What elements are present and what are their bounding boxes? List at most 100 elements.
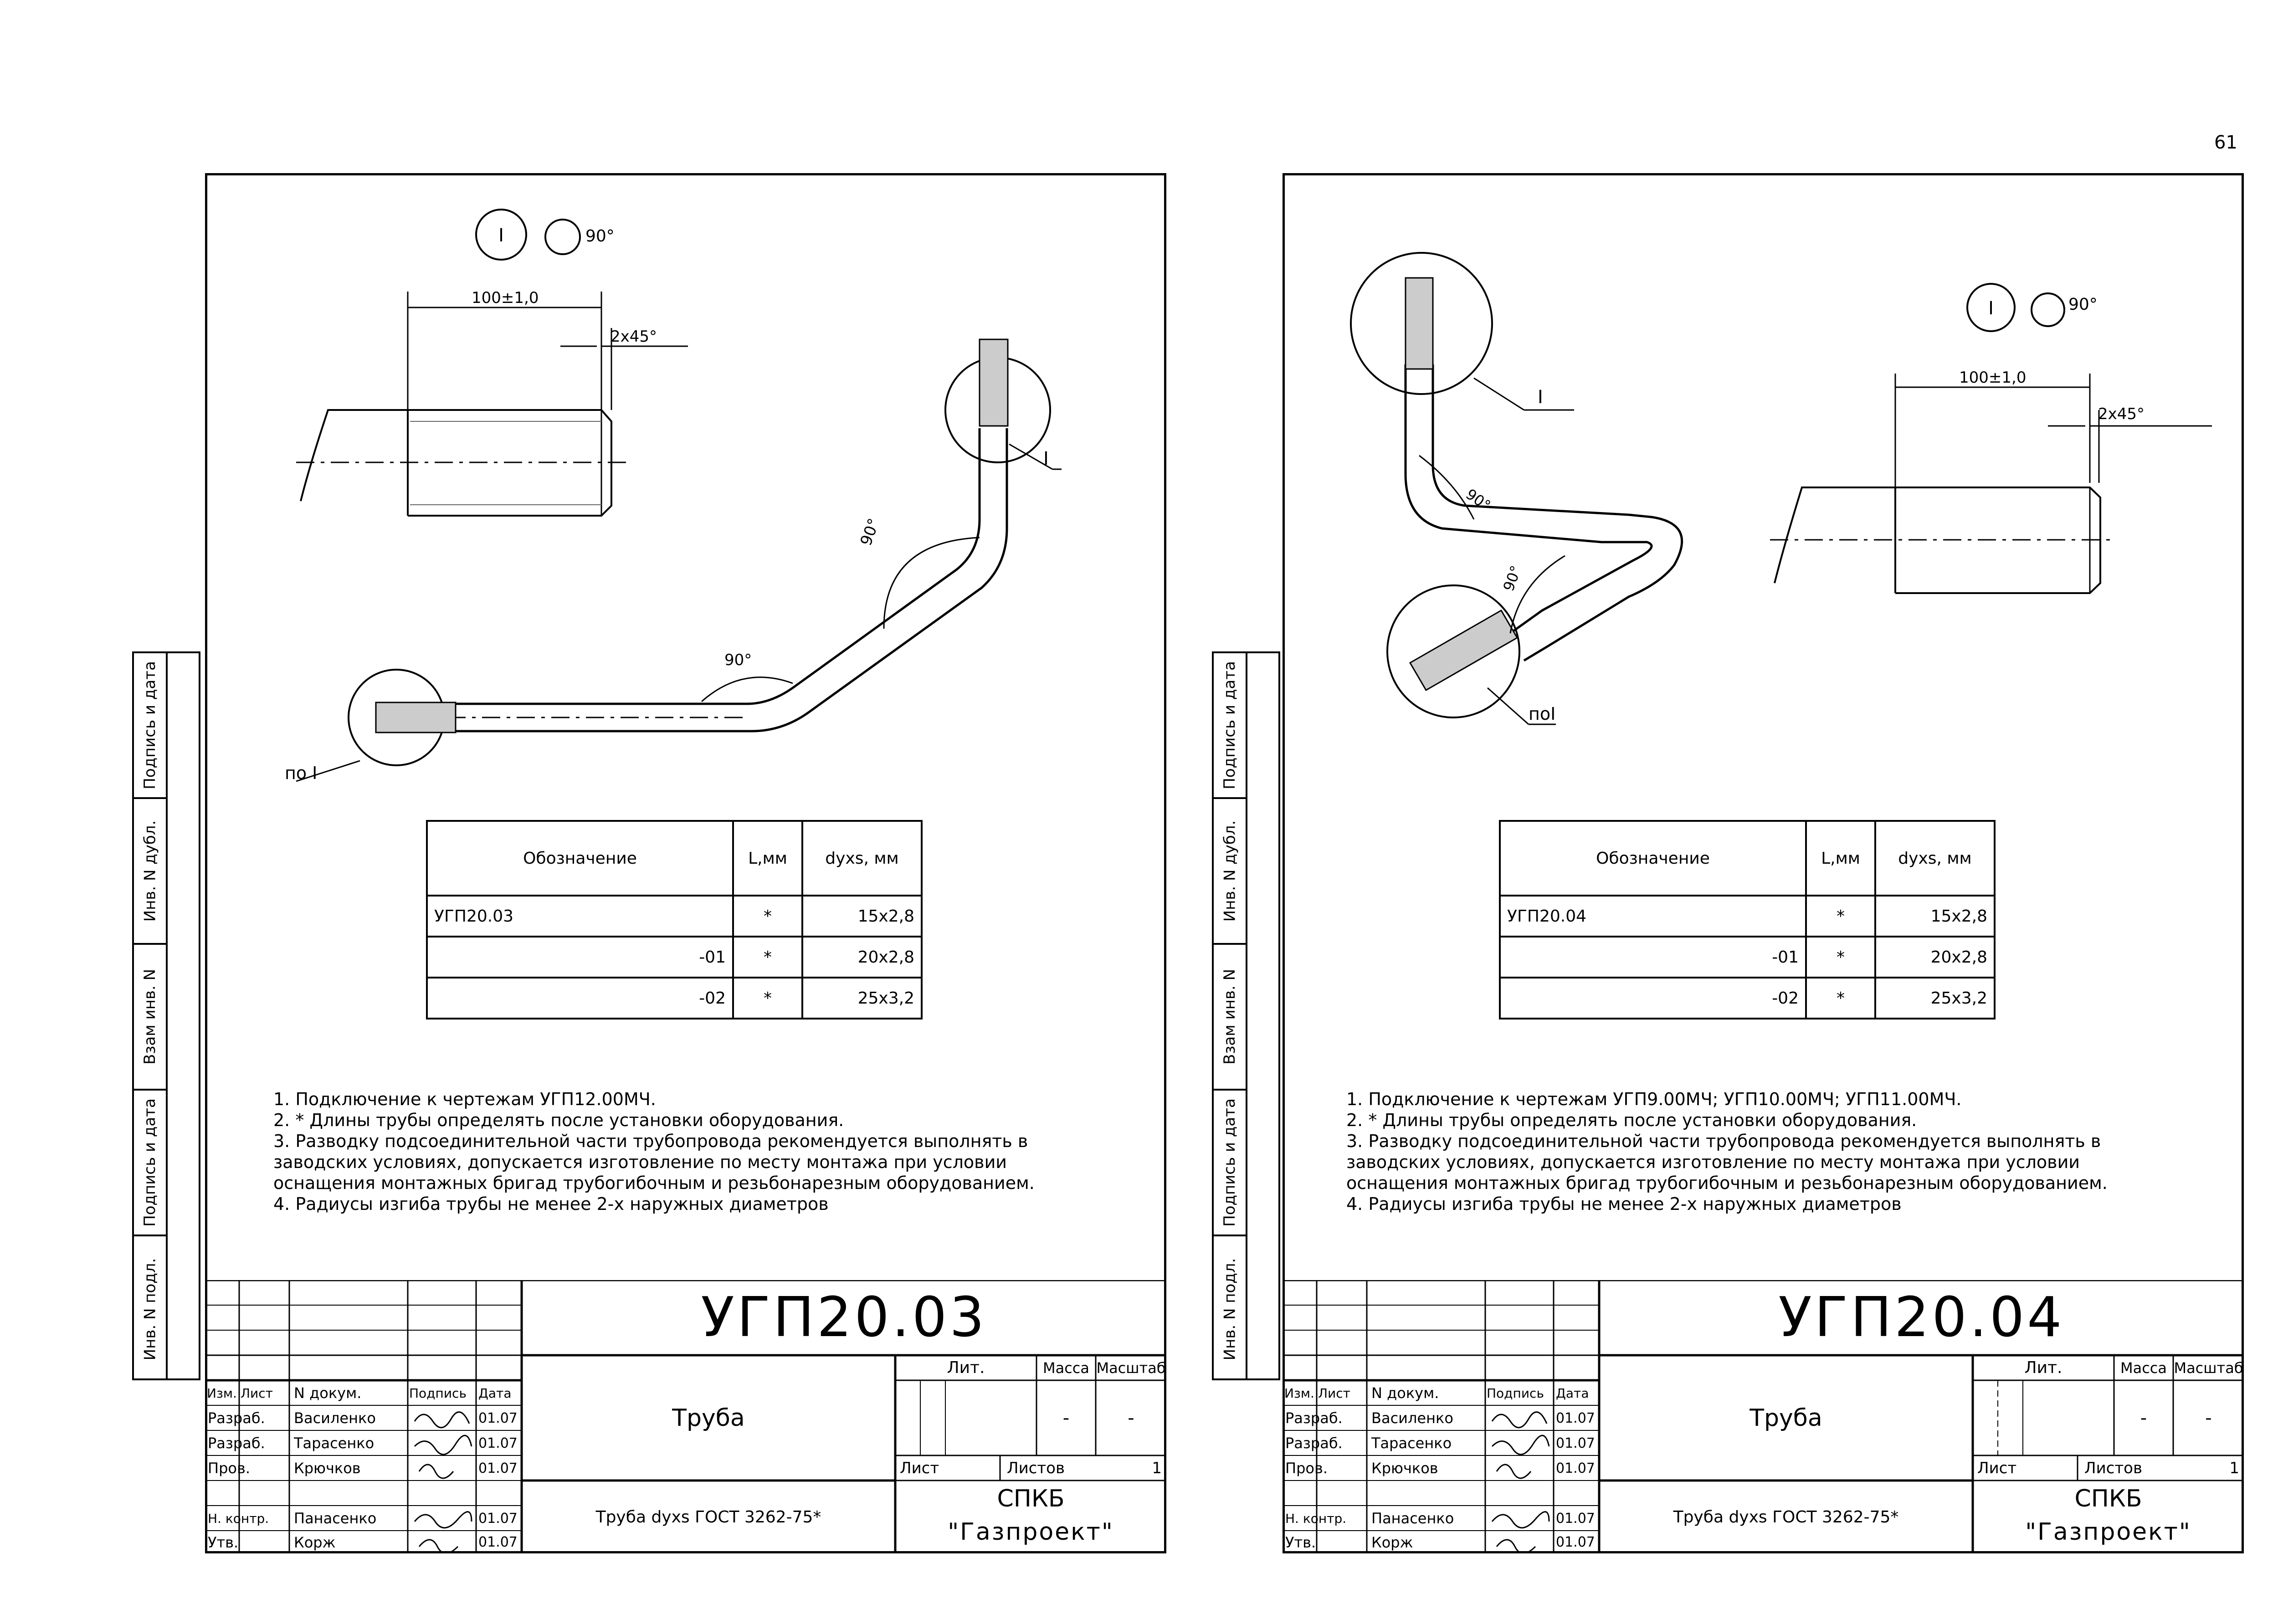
tb-name: Корж [294,1533,336,1551]
tb-header: Изм. [207,1385,237,1401]
scale-value: - [2205,1407,2212,1429]
sheets-value: 1 [2229,1459,2239,1477]
drawing-sheet-left: I 90° 100±1,0 2x45° I по I [205,173,1166,1553]
tb-name: Тарасенко [1371,1434,1452,1452]
table-row: УГП20.04 * 15x2,8 [1499,895,1996,938]
detail-label: I [1538,387,1543,408]
tb-name: Василенко [294,1409,376,1427]
tb-date: 01.07 [478,1435,518,1451]
tb-header: Дата [478,1385,512,1401]
signatures [1491,1411,1550,1553]
tb-date: 01.07 [478,1410,518,1426]
callout-label: I [1988,298,1994,319]
tb-date: 01.07 [478,1510,518,1527]
angle-label: 90° [857,516,883,548]
tb-header: Дата [1556,1385,1589,1401]
table-row: -02 * 25x3,2 [426,977,923,1019]
material: Труба dyxs ГОСТ 3262-75* [595,1507,821,1527]
tb-header: Лист [241,1385,273,1401]
tb-name: Тарасенко [294,1434,375,1452]
scale-label: Масштаб [1096,1359,1166,1377]
table-row: -02 * 25x3,2 [1499,977,1996,1019]
tb-header: Лист [1318,1385,1350,1401]
dim-length: 100±1,0 [472,289,539,307]
table-header: Обозначение [426,820,734,897]
tb-role: Разраб. [1285,1409,1343,1427]
tb-role: Пров. [1285,1460,1328,1477]
callout-label: I [498,225,504,246]
table-row: -01 * 20x2,8 [1499,936,1996,978]
org-name: СПКБ [997,1485,1065,1512]
stamp-cell: Взам инв. N [1214,945,1246,1091]
table-header: L,мм [732,820,803,897]
tb-role: Пров. [208,1460,250,1477]
dim-chamfer: 2x45° [2098,405,2145,423]
scale-label: Масштаб [2174,1359,2243,1377]
title-block: УГП20.04 Изм. Лист N докум. Подпись Дата… [1283,1280,2244,1553]
tb-name: Василенко [1371,1409,1453,1427]
stamp-cell: Взам инв. N [134,945,166,1091]
dim-length: 100±1,0 [1959,369,2026,387]
angle-label: 90° [724,651,752,669]
notes: 1. Подключение к чертежам УГП12.00МЧ. 2.… [273,1089,1035,1214]
stamp-cell: Инв. N дубл. [1214,799,1246,945]
tb-name: Крючков [294,1460,361,1477]
callout-angle: 90° [585,227,615,246]
org-name: "Газпроект" [2025,1518,2191,1546]
designation: УГП20.03 [701,1286,987,1349]
side-stamp-right: Инв. N подл. Подпись и дата Взам инв. N … [1212,651,1280,1380]
tb-name: Панасенко [294,1510,377,1527]
designation: УГП20.04 [1778,1286,2065,1349]
tb-header: N докум. [294,1384,362,1402]
tb-date: 01.07 [1556,1534,1595,1550]
spec-table: Обозначение L,мм dyxs, мм УГП20.04 * 15x… [1499,820,1996,1019]
detail-label: I [1043,448,1049,469]
stamp-cell: Подпись и дата [134,1091,166,1236]
tb-date: 01.07 [1556,1410,1595,1426]
table-header: L,мм [1805,820,1876,897]
sheets-label: Листов [2084,1459,2143,1477]
lit-label: Лит. [2024,1358,2063,1377]
tb-name: Панасенко [1371,1510,1454,1527]
spec-table: Обозначение L,мм dyxs, мм УГП20.03 * 15x… [426,820,923,1019]
stamp-cell: Инв. N дубл. [134,799,166,945]
page-number: 61 [2214,132,2237,153]
ref-label: поI [1529,704,1555,724]
table-row: УГП20.03 * 15x2,8 [426,895,923,938]
mass-label: Масса [1042,1359,1089,1377]
angle-label: 90° [1500,563,1525,593]
tb-date: 01.07 [1556,1435,1595,1451]
scale-value: - [1128,1407,1134,1429]
tb-header: N докум. [1371,1384,1439,1402]
tb-date: 01.07 [1556,1460,1595,1476]
tb-role: Н. контр. [208,1511,269,1526]
org-name: "Газпроект" [948,1518,1114,1546]
lit-label: Лит. [947,1358,985,1377]
tb-role: Н. контр. [1285,1511,1347,1526]
sheet-label: Лист [900,1459,939,1477]
tb-name: Корж [1371,1533,1413,1551]
sheets-value: 1 [1152,1459,1162,1477]
stamp-cell: Подпись и дата [1214,653,1246,799]
tb-header: Подпись [1487,1385,1544,1401]
tb-header: Подпись [409,1385,467,1401]
mass-value: - [1062,1407,1070,1429]
table-header: dyxs, мм [1874,820,1996,897]
title-block: УГП20.03 Изм. Лист N докум. Подпись Дата… [205,1280,1166,1553]
mass-value: - [2140,1407,2147,1429]
dim-chamfer: 2x45° [611,328,657,346]
org-name: СПКБ [2074,1485,2142,1512]
angle-label: 90° [1462,485,1493,514]
tb-role: Утв. [1285,1533,1316,1551]
tb-role: Разраб. [1285,1434,1343,1452]
tb-role: Утв. [208,1533,239,1551]
product-name: Труба [672,1404,745,1432]
callout-angle: 90° [2068,295,2098,314]
table-row: -01 * 20x2,8 [426,936,923,978]
stamp-cell: Подпись и дата [134,653,166,799]
tb-header: Изм. [1284,1385,1314,1401]
drawing-right: I 90° 100±1,0 2x45° I поI 90° [1350,252,2212,725]
drawing-sheet-right: I 90° 100±1,0 2x45° I поI 90° [1283,173,2244,1553]
stamp-cell: Инв. N подл. [141,1258,159,1361]
table-header: dyxs, мм [801,820,923,897]
